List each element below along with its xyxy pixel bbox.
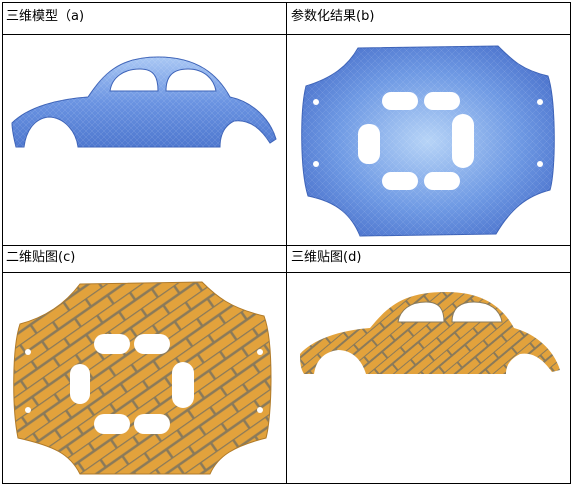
table-divider-vertical [286,2,287,484]
parameterization-result-image [298,40,560,240]
table-border-right [570,2,571,484]
caption-a: 三维模型（a) [6,9,85,24]
caption-c: 二维贴图(c) [6,250,76,265]
caption-divider-bottom [2,272,571,273]
texture-3d-image [296,288,564,378]
caption-b: 参数化结果(b) [291,9,375,24]
texture-2d-image [10,278,278,478]
table-border-left [2,2,3,484]
car-3d-model-image [8,47,278,157]
caption-d: 三维贴图(d) [291,250,362,265]
table-divider-horizontal [2,245,571,246]
caption-divider-top [2,34,571,35]
